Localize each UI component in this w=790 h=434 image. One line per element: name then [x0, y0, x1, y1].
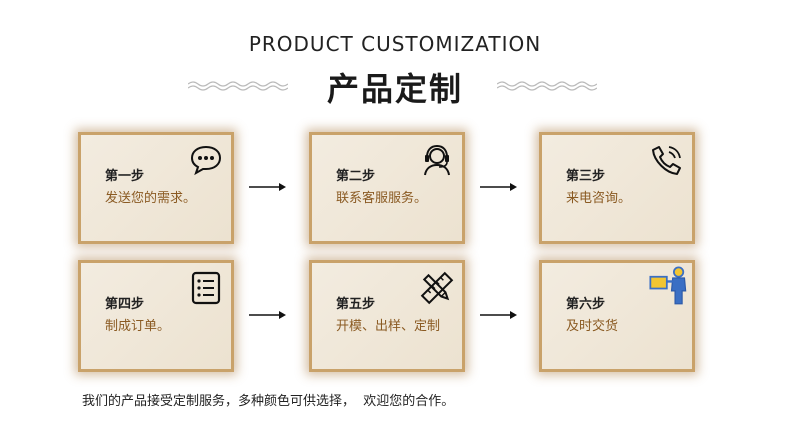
step-label: 第四步: [105, 297, 145, 312]
step-description: 开模、出样、定制: [336, 319, 441, 334]
step-card-3: 第三步 来电咨询。: [542, 135, 692, 241]
step-card-1: 第一步 发送您的需求。: [81, 135, 231, 241]
step-description: 及时交货: [566, 319, 619, 334]
arrow-right-icon: [249, 311, 286, 319]
step-card-6: 第六步 及时交货: [542, 263, 692, 369]
arrow-right-icon: [249, 183, 286, 191]
wave-divider-left-icon: [188, 81, 288, 91]
step-label: 第一步: [105, 169, 145, 184]
step-card-2: 第二步 联系客服服务。: [312, 135, 462, 241]
ruler-pencil-icon: [420, 271, 454, 305]
customer-service-icon: [424, 144, 450, 176]
step-card-5: 第五步 开模、出样、定制: [312, 263, 462, 369]
step-description: 联系客服服务。: [336, 191, 428, 206]
step-label: 第五步: [336, 297, 376, 312]
step-description: 制成订单。: [105, 319, 171, 334]
arrow-right-icon: [480, 183, 517, 191]
list-document-icon: [191, 271, 221, 305]
step-label: 第二步: [336, 169, 376, 184]
wave-divider-right-icon: [497, 81, 597, 91]
step-label: 第三步: [566, 169, 606, 184]
page-title-cn: 产品定制: [326, 70, 463, 108]
step-description: 发送您的需求。: [105, 191, 197, 206]
delivery-person-icon: [649, 266, 687, 305]
arrow-right-icon: [480, 311, 517, 319]
phone-icon: [652, 146, 681, 175]
step-card-4: 第四步 制成订单。: [81, 263, 231, 369]
step-label: 第六步: [566, 297, 606, 312]
page-title-en: PRODUCT CUSTOMIZATION: [248, 32, 542, 56]
footer-note: 我们的产品接受定制服务，多种颜色可供选择， 欢迎您的合作。: [82, 394, 455, 409]
chat-bubble-icon: [190, 145, 222, 176]
step-description: 来电咨询。: [566, 191, 632, 206]
